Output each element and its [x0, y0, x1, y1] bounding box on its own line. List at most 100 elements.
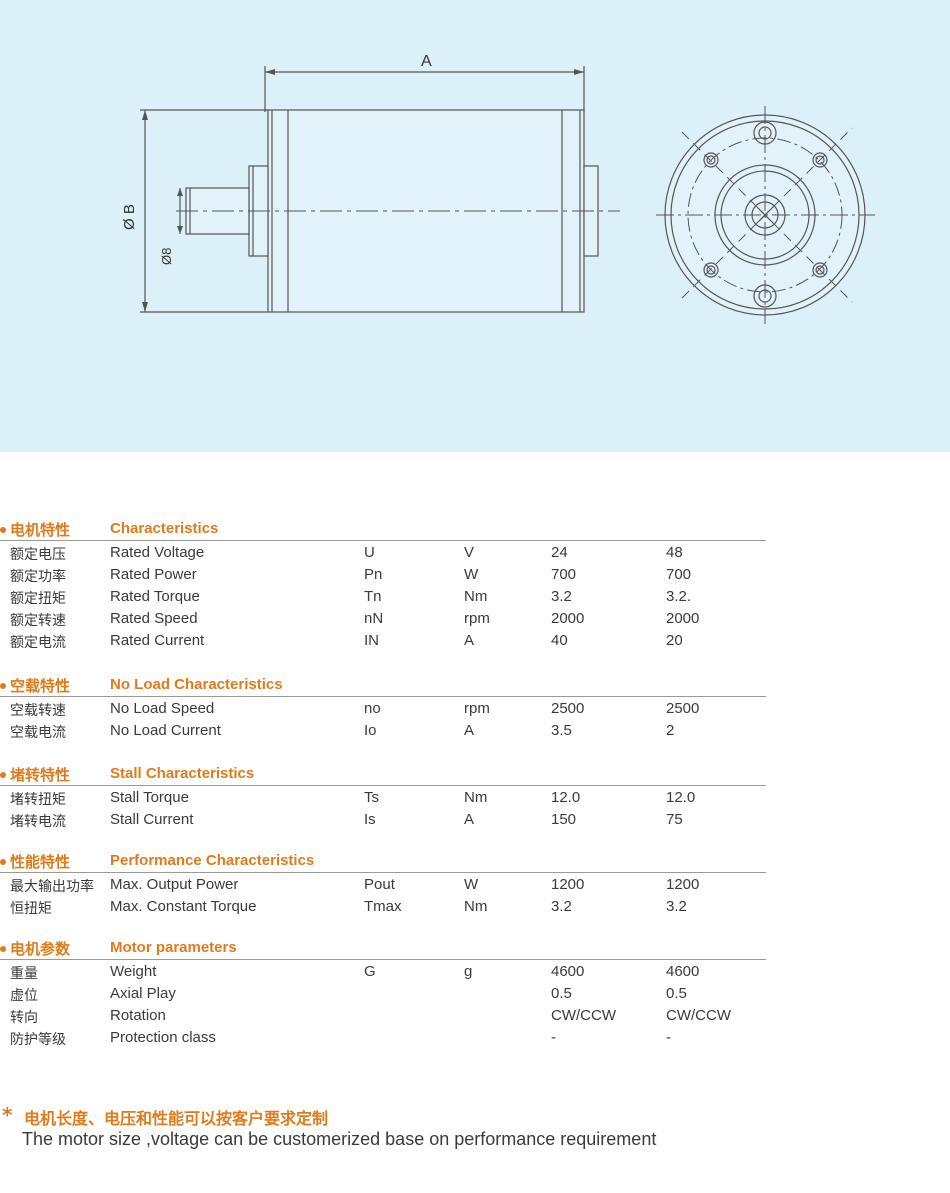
param-symbol: Tn — [364, 588, 382, 605]
param-symbol: Io — [364, 722, 377, 739]
bullet-icon — [0, 859, 6, 865]
param-value-1: CW/CCW — [551, 1007, 616, 1024]
param-unit: Nm — [464, 789, 488, 806]
param-value-1: 3.2 — [551, 898, 572, 915]
param-value-2: 75 — [666, 811, 683, 828]
param-value-2: 4600 — [666, 963, 700, 980]
param-unit: Nm — [464, 898, 488, 915]
bullet-icon — [0, 527, 6, 533]
footnote-en: The motor size ,voltage can be customeri… — [22, 1129, 657, 1149]
param-name-en: Stall Torque — [110, 789, 189, 806]
dim-b-label: Ø B — [121, 204, 138, 230]
param-name-en: Weight — [110, 963, 157, 980]
section-header: 电机特性 Characteristics — [0, 519, 770, 541]
param-unit: rpm — [464, 610, 490, 627]
param-unit: Nm — [464, 588, 488, 605]
param-name-cn: 最大输出功率 — [10, 879, 94, 895]
param-value-2: - — [666, 1029, 671, 1046]
param-name-cn: 空载电流 — [10, 725, 66, 741]
bullet-icon — [0, 772, 6, 778]
param-value-2: 2500 — [666, 700, 700, 717]
param-symbol: Tmax — [364, 898, 402, 915]
param-unit: g — [464, 963, 473, 980]
section-title-en: No Load Characteristics — [110, 676, 283, 693]
section-divider — [0, 696, 766, 697]
param-name-en: Rated Voltage — [110, 544, 205, 561]
param-unit: A — [464, 722, 475, 739]
table-row: 额定功率 Rated Power Pn W 700 700 — [0, 563, 770, 585]
section-title-cn: 性能特性 — [10, 853, 71, 871]
motor-body — [267, 109, 585, 313]
bullet-icon — [0, 946, 6, 952]
bullet-icon — [0, 683, 6, 689]
section-header: 电机参数 Motor parameters — [0, 938, 770, 960]
param-value-1: 40 — [551, 632, 568, 649]
param-unit: V — [464, 544, 475, 561]
motor-drawing-svg: A Ø B Ø8 — [121, 53, 875, 324]
section-title-en: Stall Characteristics — [110, 765, 255, 782]
param-unit: A — [464, 632, 475, 649]
section-title-en: Characteristics — [110, 520, 219, 537]
section-header: 空载特性 No Load Characteristics — [0, 675, 770, 697]
section-divider — [0, 540, 766, 541]
section-title-cn: 电机特性 — [10, 521, 71, 539]
table-row: 转向 Rotation CW/CCW CW/CCW — [0, 1004, 770, 1026]
section-motor-parameters: 电机参数 Motor parameters 重量 Weight G g 4600… — [0, 938, 770, 1048]
param-unit: W — [464, 566, 479, 583]
param-name-en: No Load Speed — [110, 700, 215, 717]
param-value-2: 2 — [666, 722, 675, 739]
section-title-cn: 空载特性 — [10, 677, 71, 695]
param-value-2: CW/CCW — [666, 1007, 731, 1024]
param-unit: rpm — [464, 700, 490, 717]
param-name-cn: 额定电流 — [10, 635, 66, 651]
param-value-2: 700 — [666, 566, 692, 583]
param-unit: W — [464, 876, 479, 893]
param-value-1: 12.0 — [551, 789, 581, 806]
footnote-cn: 电机长度、电压和性能可以按客户要求定制 — [24, 1109, 329, 1128]
param-value-1: 2000 — [551, 610, 585, 627]
param-symbol: no — [364, 700, 381, 717]
param-value-2: 3.2 — [666, 898, 687, 915]
param-name-en: Rated Current — [110, 632, 205, 649]
param-value-1: 4600 — [551, 963, 585, 980]
param-name-en: Max. Constant Torque — [110, 898, 257, 915]
param-value-1: - — [551, 1029, 556, 1046]
param-symbol: IN — [364, 632, 379, 649]
param-name-cn: 虚位 — [10, 988, 38, 1004]
section-stall: 堵转特性 Stall Characteristics 堵转扭矩 Stall To… — [0, 764, 770, 830]
param-value-2: 12.0 — [666, 789, 696, 806]
table-row: 重量 Weight G g 4600 4600 — [0, 960, 770, 982]
section-title-cn: 电机参数 — [10, 940, 71, 958]
param-value-1: 700 — [551, 566, 577, 583]
param-symbol: Pn — [364, 566, 383, 583]
section-title-en: Motor parameters — [110, 939, 237, 956]
section-divider — [0, 872, 766, 873]
param-name-en: No Load Current — [110, 722, 221, 739]
param-name-en: Rotation — [110, 1007, 166, 1024]
table-row: 额定电流 Rated Current IN A 40 20 — [0, 629, 770, 651]
table-row: 额定转速 Rated Speed nN rpm 2000 2000 — [0, 607, 770, 629]
param-name-en: Max. Output Power — [110, 876, 239, 893]
param-value-1: 3.2 — [551, 588, 572, 605]
param-symbol: Ts — [364, 789, 379, 806]
param-symbol: Pout — [364, 876, 395, 893]
section-characteristics: 电机特性 Characteristics 额定电压 Rated Voltage … — [0, 519, 770, 651]
param-name-en: Rated Speed — [110, 610, 198, 627]
param-symbol: nN — [364, 610, 384, 627]
section-no-load: 空载特性 No Load Characteristics 空载转速 No Loa… — [0, 675, 770, 741]
dim-a-label: A — [421, 53, 432, 70]
param-name-en: Stall Current — [110, 811, 194, 828]
param-value-1: 150 — [551, 811, 577, 828]
param-value-1: 3.5 — [551, 722, 572, 739]
table-row: 空载转速 No Load Speed no rpm 2500 2500 — [0, 697, 770, 719]
param-name-cn: 恒扭矩 — [10, 901, 52, 917]
param-value-1: 2500 — [551, 700, 585, 717]
section-header: 堵转特性 Stall Characteristics — [0, 764, 770, 786]
table-row: 堵转电流 Stall Current Is A 150 75 — [0, 808, 770, 830]
table-row: 空载电流 No Load Current Io A 3.5 2 — [0, 719, 770, 741]
param-value-2: 0.5 — [666, 985, 687, 1002]
section-performance: 性能特性 Performance Characteristics 最大输出功率 … — [0, 851, 770, 917]
param-name-cn: 堵转电流 — [10, 814, 66, 830]
param-symbol: G — [364, 963, 376, 980]
table-row: 额定扭矩 Rated Torque Tn Nm 3.2 3.2. — [0, 585, 770, 607]
